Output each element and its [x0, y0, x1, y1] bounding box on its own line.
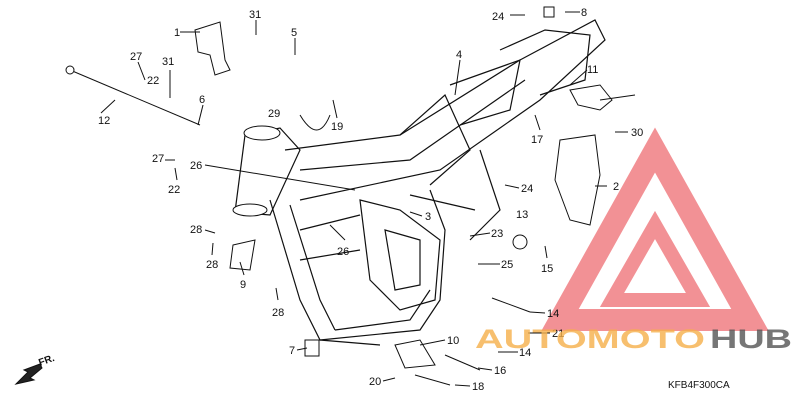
callout-8: 8	[581, 7, 587, 19]
callout-15: 15	[541, 263, 553, 275]
callout-6: 6	[199, 94, 205, 106]
callout-19: 19	[331, 121, 343, 133]
callout-28c: 28	[272, 307, 284, 319]
callout-4: 4	[456, 49, 462, 61]
collar-part-7	[304, 339, 320, 357]
callout-20: 20	[369, 376, 381, 388]
callout-16: 16	[494, 365, 506, 377]
callout-labels: 1 31 5 27 22 31 6 12 29 19 4 24 8 11 17 …	[98, 7, 643, 393]
callout-9: 9	[240, 279, 246, 291]
callout-23: 23	[491, 228, 503, 240]
leader-lines	[100, 11, 628, 387]
callout-26b: 26	[337, 246, 349, 258]
watermark-text-automoto: AUTOMOTO	[475, 324, 705, 354]
bracket-part-11	[569, 84, 636, 111]
callout-13: 13	[516, 209, 528, 221]
front-direction-arrow: FR.	[14, 353, 56, 385]
callout-25: 25	[501, 259, 513, 271]
callout-24: 24	[492, 11, 504, 23]
callout-22b: 22	[168, 184, 180, 196]
callout-31: 31	[249, 9, 261, 21]
bolt-part-14	[491, 297, 531, 313]
callout-21: 21	[552, 328, 564, 340]
clamp-part-29	[299, 114, 331, 131]
long-bolt-part-12	[65, 65, 201, 126]
diagram-code: KFB4F300CA	[668, 380, 730, 391]
callout-3: 3	[425, 211, 431, 223]
callout-10: 10	[447, 335, 459, 347]
bracket-part-9	[229, 239, 256, 271]
nut-part-8	[543, 6, 555, 18]
callout-2: 2	[613, 181, 619, 193]
callout-14: 14	[547, 308, 559, 320]
callout-1: 1	[174, 27, 180, 39]
watermark-text-hub: HUB	[710, 324, 792, 354]
bracket-part-10	[394, 339, 436, 369]
nut-part-13	[512, 234, 528, 250]
callout-27: 27	[130, 51, 142, 63]
callout-30: 30	[631, 127, 643, 139]
callout-12: 12	[98, 115, 110, 127]
frame-assembly	[232, 19, 606, 346]
callout-27b: 27	[152, 153, 164, 165]
callout-29: 29	[268, 108, 280, 120]
callout-5: 5	[291, 27, 297, 39]
callout-28b: 28	[206, 259, 218, 271]
bracket-part-1	[194, 21, 231, 76]
callout-26: 26	[190, 160, 202, 172]
callout-11: 11	[587, 64, 598, 76]
callout-31b: 31	[162, 56, 174, 68]
cover-part-2	[554, 134, 601, 226]
triangle-logo-icon	[541, 127, 769, 331]
callout-18: 18	[472, 381, 484, 393]
bolt-part-16	[444, 354, 481, 371]
callout-7: 7	[289, 345, 295, 357]
callout-28: 28	[190, 224, 202, 236]
bolt-part-18	[414, 374, 451, 386]
callout-14b: 14	[519, 347, 531, 359]
front-direction-label: FR.	[37, 353, 56, 369]
watermark: AUTOMOTO HUB	[475, 324, 792, 354]
callout-22: 22	[147, 75, 159, 87]
callout-24b: 24	[521, 183, 533, 195]
callout-17: 17	[531, 134, 543, 146]
